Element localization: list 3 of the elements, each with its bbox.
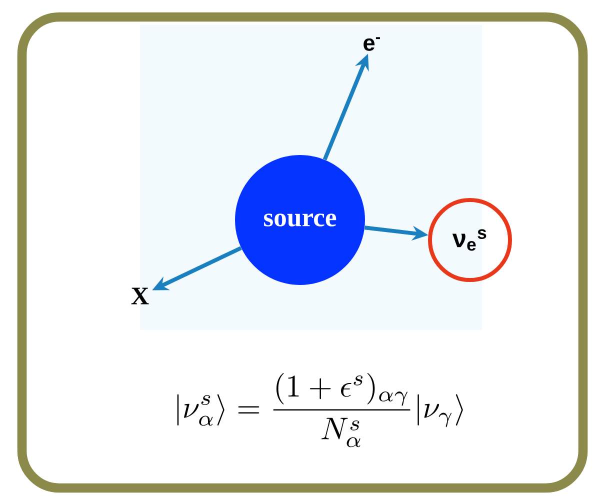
particle-label: e$^{-}$ <box>364 37 380 51</box>
particle-label: X <box>131 288 149 304</box>
formula: $|\nu^s_\alpha\rangle = \frac{(1+\epsilon^s)_{\alpha\gamma}}{N^s_\alpha}|\nu_\gamma\rangle$ <box>177 373 463 448</box>
